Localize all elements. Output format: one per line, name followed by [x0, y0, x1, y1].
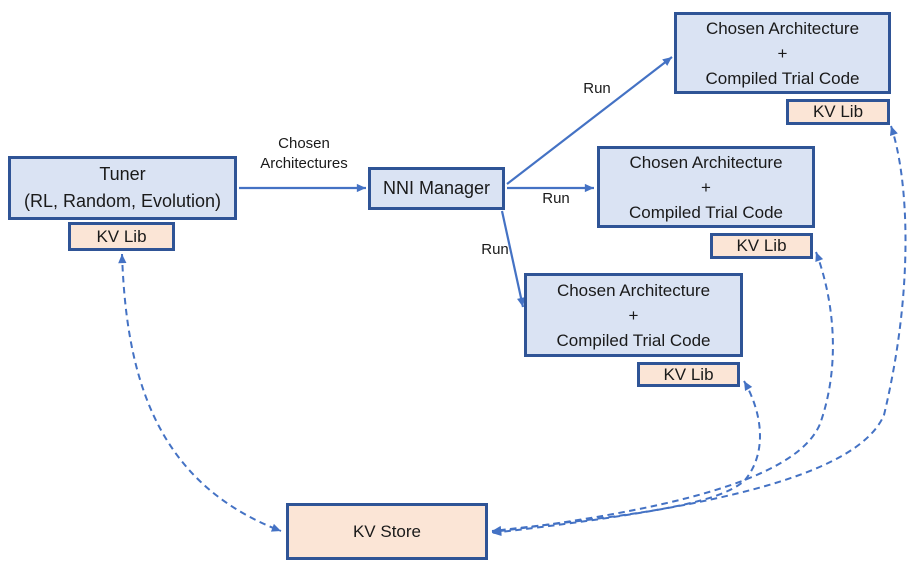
node-kv-store: KV Store: [286, 503, 488, 560]
node-trial-top-line2: +: [777, 43, 788, 63]
node-tuner: Tuner (RL, Random, Evolution): [8, 156, 237, 220]
node-trial-top-line3: Compiled Trial Code: [705, 68, 860, 88]
node-trial-bot: Chosen Architecture + Compiled Trial Cod…: [524, 273, 743, 357]
node-trial-bot-line3: Compiled Trial Code: [556, 330, 711, 350]
node-trial-top-kvlib: KV Lib: [786, 99, 890, 125]
node-trial-mid-line1: Chosen Architecture: [629, 152, 783, 172]
node-nni-manager-label: NNI Manager: [382, 178, 491, 198]
node-tuner-line1: Tuner: [99, 164, 146, 184]
node-tuner-kvlib-label: KV Lib: [96, 226, 147, 246]
node-trial-mid-kvlib: KV Lib: [710, 233, 813, 259]
node-trial-top-line1: Chosen Architecture: [705, 18, 860, 38]
dashed-arrow-trial-top-kvlib-kvstore: [491, 125, 907, 537]
node-nni-manager: NNI Manager: [368, 167, 505, 210]
node-trial-mid-kvlib-label: KV Lib: [736, 236, 787, 255]
node-trial-mid-line3: Compiled Trial Code: [628, 202, 783, 222]
dashed-arrows: [118, 125, 907, 537]
edge-label-chosen-architectures-line1: Chosen: [278, 135, 330, 152]
edge-label-chosen-architectures-line2: Architectures: [260, 155, 348, 172]
node-trial-bot-kvlib: KV Lib: [637, 362, 740, 387]
node-kv-store-label: KV Store: [352, 521, 422, 541]
node-trial-top-kvlib-label: KV Lib: [812, 102, 864, 121]
node-trial-mid-line2: +: [701, 177, 711, 197]
node-tuner-kvlib: KV Lib: [68, 222, 175, 251]
node-trial-mid: Chosen Architecture + Compiled Trial Cod…: [597, 146, 815, 228]
node-tuner-line2: (RL, Random, Evolution): [23, 191, 222, 211]
edge-label-chosen-architectures: Chosen Architectures: [248, 134, 360, 174]
edge-label-run-top: Run: [583, 80, 611, 97]
edge-label-run-bot: Run: [481, 241, 509, 258]
node-trial-top: Chosen Architecture + Compiled Trial Cod…: [674, 12, 891, 94]
node-trial-bot-line1: Chosen Architecture: [556, 280, 711, 300]
node-trial-bot-kvlib-label: KV Lib: [663, 364, 714, 384]
node-trial-bot-line2: +: [628, 305, 639, 325]
edge-label-run-mid: Run: [542, 190, 570, 207]
dashed-arrow-trial-bot-kvlib-kvstore: [491, 380, 761, 535]
dashed-arrow-tuner-kvlib-kvstore: [118, 253, 282, 532]
